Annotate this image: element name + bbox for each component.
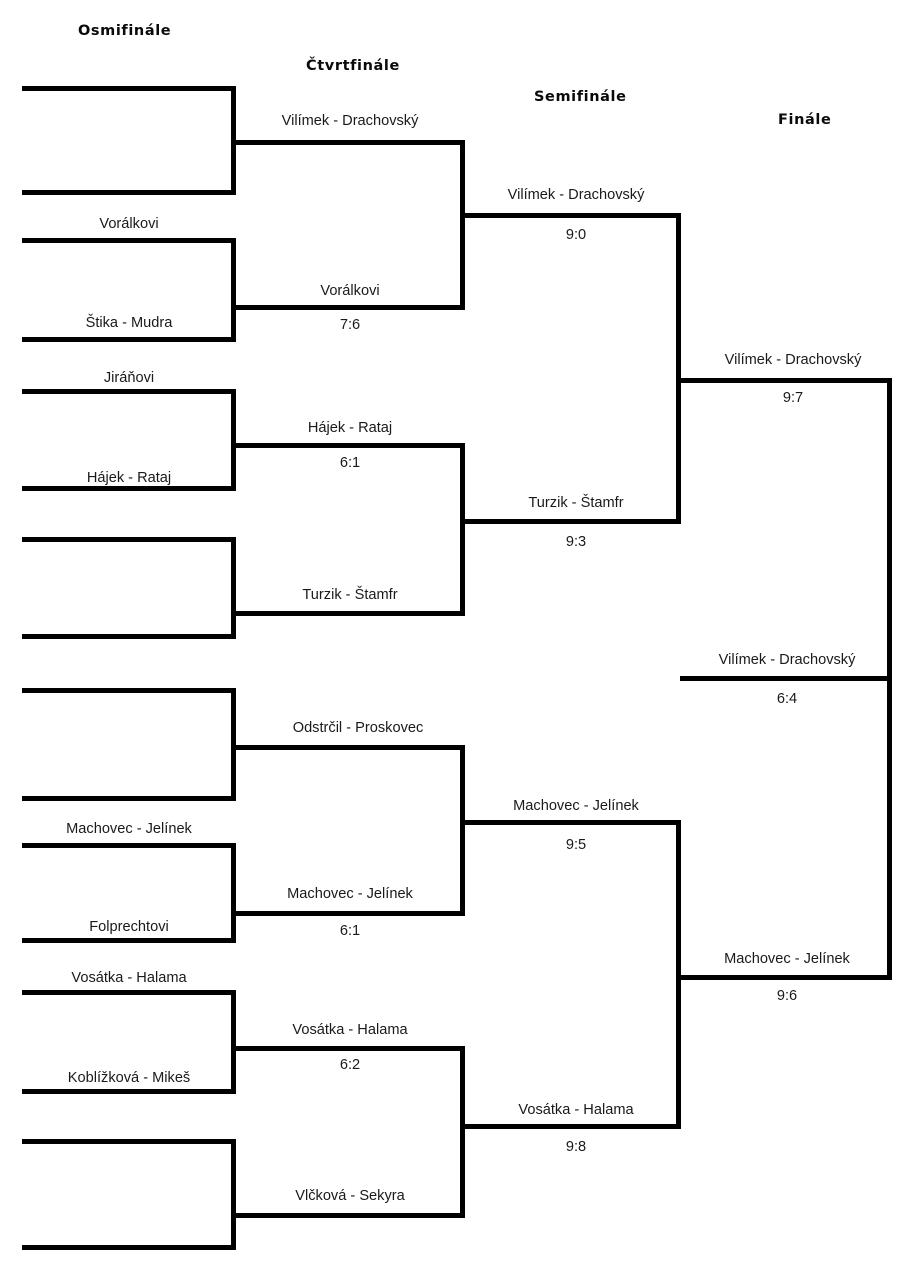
qf-winner-4: Turzik - Štamfr xyxy=(302,587,398,603)
r16-join-6 xyxy=(231,843,236,943)
qf-winner-5: Odstrčil - Proskovec xyxy=(292,720,424,736)
qf-line-3 xyxy=(236,443,465,448)
r16-join-7 xyxy=(231,990,236,1094)
final-score-3: 9:6 xyxy=(776,988,798,1004)
qf-winner-3: Hájek - Rataj xyxy=(307,420,393,436)
r16-label-machovec-jelinek: Machovec - Jelínek xyxy=(66,821,192,837)
final-winner-2: Vilímek - Drachovský xyxy=(718,652,856,668)
sf-line-3 xyxy=(465,820,680,825)
r16-join-3 xyxy=(231,389,236,491)
r16-line-4 xyxy=(22,337,236,342)
sf-line-2 xyxy=(465,519,680,524)
final-line-3 xyxy=(680,975,892,980)
r16-label-vorlkovi: Vorálkovi xyxy=(99,216,159,232)
qf-winner-7: Vosátka - Halama xyxy=(292,1022,408,1038)
round-title-osmifinale: Osmifinále xyxy=(78,23,172,39)
r16-line-11 xyxy=(22,843,236,848)
sf-score-1: 9:0 xyxy=(565,227,587,243)
sf-winner-1: Vilímek - Drachovský xyxy=(507,187,645,203)
qf-score-3: 6:1 xyxy=(339,455,361,471)
final-winner-1: Vilímek - Drachovský xyxy=(724,352,862,368)
sf-score-2: 9:3 xyxy=(565,534,587,550)
r16-label-stika-mudra: Štika - Mudra xyxy=(85,315,173,331)
r16-line-16 xyxy=(22,1245,236,1250)
r16-line-8 xyxy=(22,634,236,639)
r16-line-15 xyxy=(22,1139,236,1144)
final-line-1 xyxy=(680,378,892,383)
qf-join-2 xyxy=(460,443,465,616)
r16-label-jiranovi: Jiráňovi xyxy=(103,370,155,386)
r16-line-5 xyxy=(22,389,236,394)
sf-score-4: 9:8 xyxy=(565,1139,587,1155)
final-score-2: 6:4 xyxy=(776,691,798,707)
qf-score-6: 6:1 xyxy=(339,923,361,939)
r16-line-10 xyxy=(22,796,236,801)
qf-winner-8: Vlčková - Sekyra xyxy=(295,1188,405,1204)
qf-winner-6: Machovec - Jelínek xyxy=(287,886,413,902)
final-score-1: 9:7 xyxy=(782,390,804,406)
sf-line-1 xyxy=(465,213,680,218)
r16-label-koblizkova-mikes: Koblížková - Mikeš xyxy=(67,1070,191,1086)
round-title-finale: Finále xyxy=(778,112,832,128)
qf-line-4 xyxy=(236,611,465,616)
r16-line-14 xyxy=(22,1089,236,1094)
qf-winner-2: Vorálkovi xyxy=(320,283,380,299)
sf-line-4 xyxy=(465,1124,680,1129)
qf-score-7: 6:2 xyxy=(339,1057,361,1073)
round-title-semifinale: Semifinále xyxy=(534,89,627,105)
qf-join-3 xyxy=(460,745,465,916)
qf-winner-1: Vilímek - Drachovský xyxy=(281,113,419,129)
sf-join-1 xyxy=(676,213,681,524)
r16-label-vosatka-halama: Vosátka - Halama xyxy=(71,970,187,986)
r16-line-12 xyxy=(22,938,236,943)
final-winner-3: Machovec - Jelínek xyxy=(724,951,850,967)
r16-line-1 xyxy=(22,86,236,91)
sf-winner-3: Machovec - Jelínek xyxy=(513,798,639,814)
final-join-1 xyxy=(887,378,892,680)
r16-label-hajek-rataj: Hájek - Rataj xyxy=(86,470,172,486)
r16-join-5 xyxy=(231,688,236,801)
r16-line-3 xyxy=(22,238,236,243)
r16-join-1 xyxy=(231,86,236,195)
sf-join-2 xyxy=(676,820,681,1129)
sf-score-3: 9:5 xyxy=(565,837,587,853)
r16-line-13 xyxy=(22,990,236,995)
sf-winner-4: Vosátka - Halama xyxy=(518,1102,634,1118)
r16-line-9 xyxy=(22,688,236,693)
sf-winner-2: Turzik - Štamfr xyxy=(528,495,624,511)
qf-score-2: 7:6 xyxy=(339,317,361,333)
r16-label-folprechtovi: Folprechtovi xyxy=(89,919,169,935)
r16-join-4 xyxy=(231,537,236,639)
r16-join-8 xyxy=(231,1139,236,1250)
qf-line-1 xyxy=(236,140,465,145)
qf-join-4 xyxy=(460,1046,465,1218)
qf-line-6 xyxy=(236,911,465,916)
r16-line-7 xyxy=(22,537,236,542)
r16-line-6 xyxy=(22,486,236,491)
qf-line-7 xyxy=(236,1046,465,1051)
r16-join-2 xyxy=(231,238,236,342)
round-title-ctvrtfinale: Čtvrtfinále xyxy=(306,58,400,74)
final-line-2 xyxy=(680,676,892,681)
r16-line-2 xyxy=(22,190,236,195)
qf-line-5 xyxy=(236,745,465,750)
final-join-2 xyxy=(887,676,892,980)
qf-line-8 xyxy=(236,1213,465,1218)
qf-join-1 xyxy=(460,140,465,310)
qf-line-2 xyxy=(236,305,465,310)
